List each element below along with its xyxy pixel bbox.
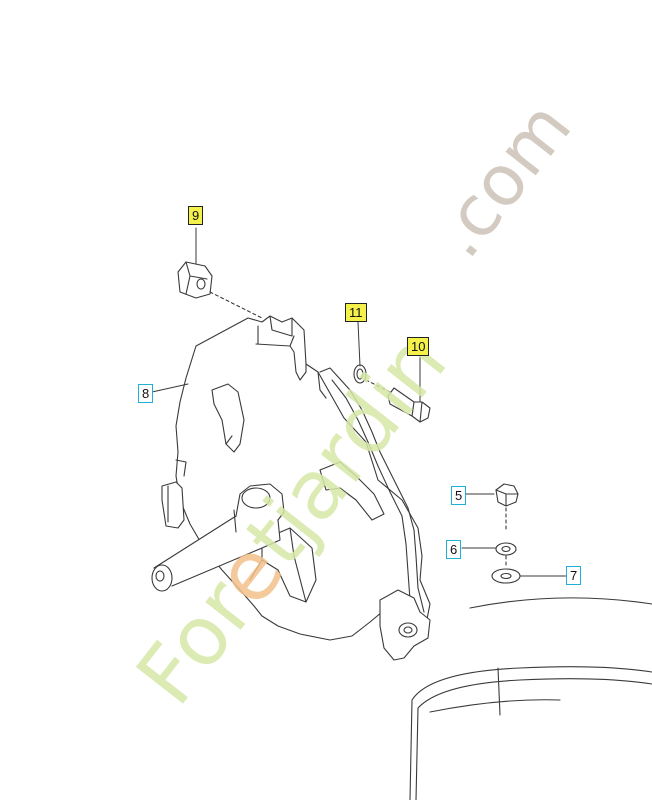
- part-8-bracket: [161, 315, 431, 661]
- leader-dash-11: [365, 379, 391, 393]
- shaft: [151, 483, 285, 592]
- part-5-nut: [495, 483, 519, 507]
- leader-8: [151, 383, 189, 393]
- watermark-text-suffix: .com: [417, 87, 587, 273]
- callout-9: 9: [188, 206, 204, 225]
- leader-dash-9: [209, 291, 263, 319]
- deck-outline: [409, 597, 652, 801]
- callout-7: 7: [566, 566, 582, 585]
- part-10-bolt: [387, 387, 431, 423]
- part-7-flat-washer: [491, 568, 521, 584]
- callout-6: 6: [446, 540, 462, 559]
- callout-11: 11: [345, 303, 367, 322]
- part-9-bushing: [177, 261, 213, 299]
- part-6-lock-washer: [495, 542, 517, 556]
- callout-8: 8: [138, 384, 154, 403]
- leader-11: [357, 321, 361, 367]
- callout-10: 10: [407, 337, 430, 356]
- callout-5: 5: [451, 486, 467, 505]
- leader-lines: [151, 227, 567, 577]
